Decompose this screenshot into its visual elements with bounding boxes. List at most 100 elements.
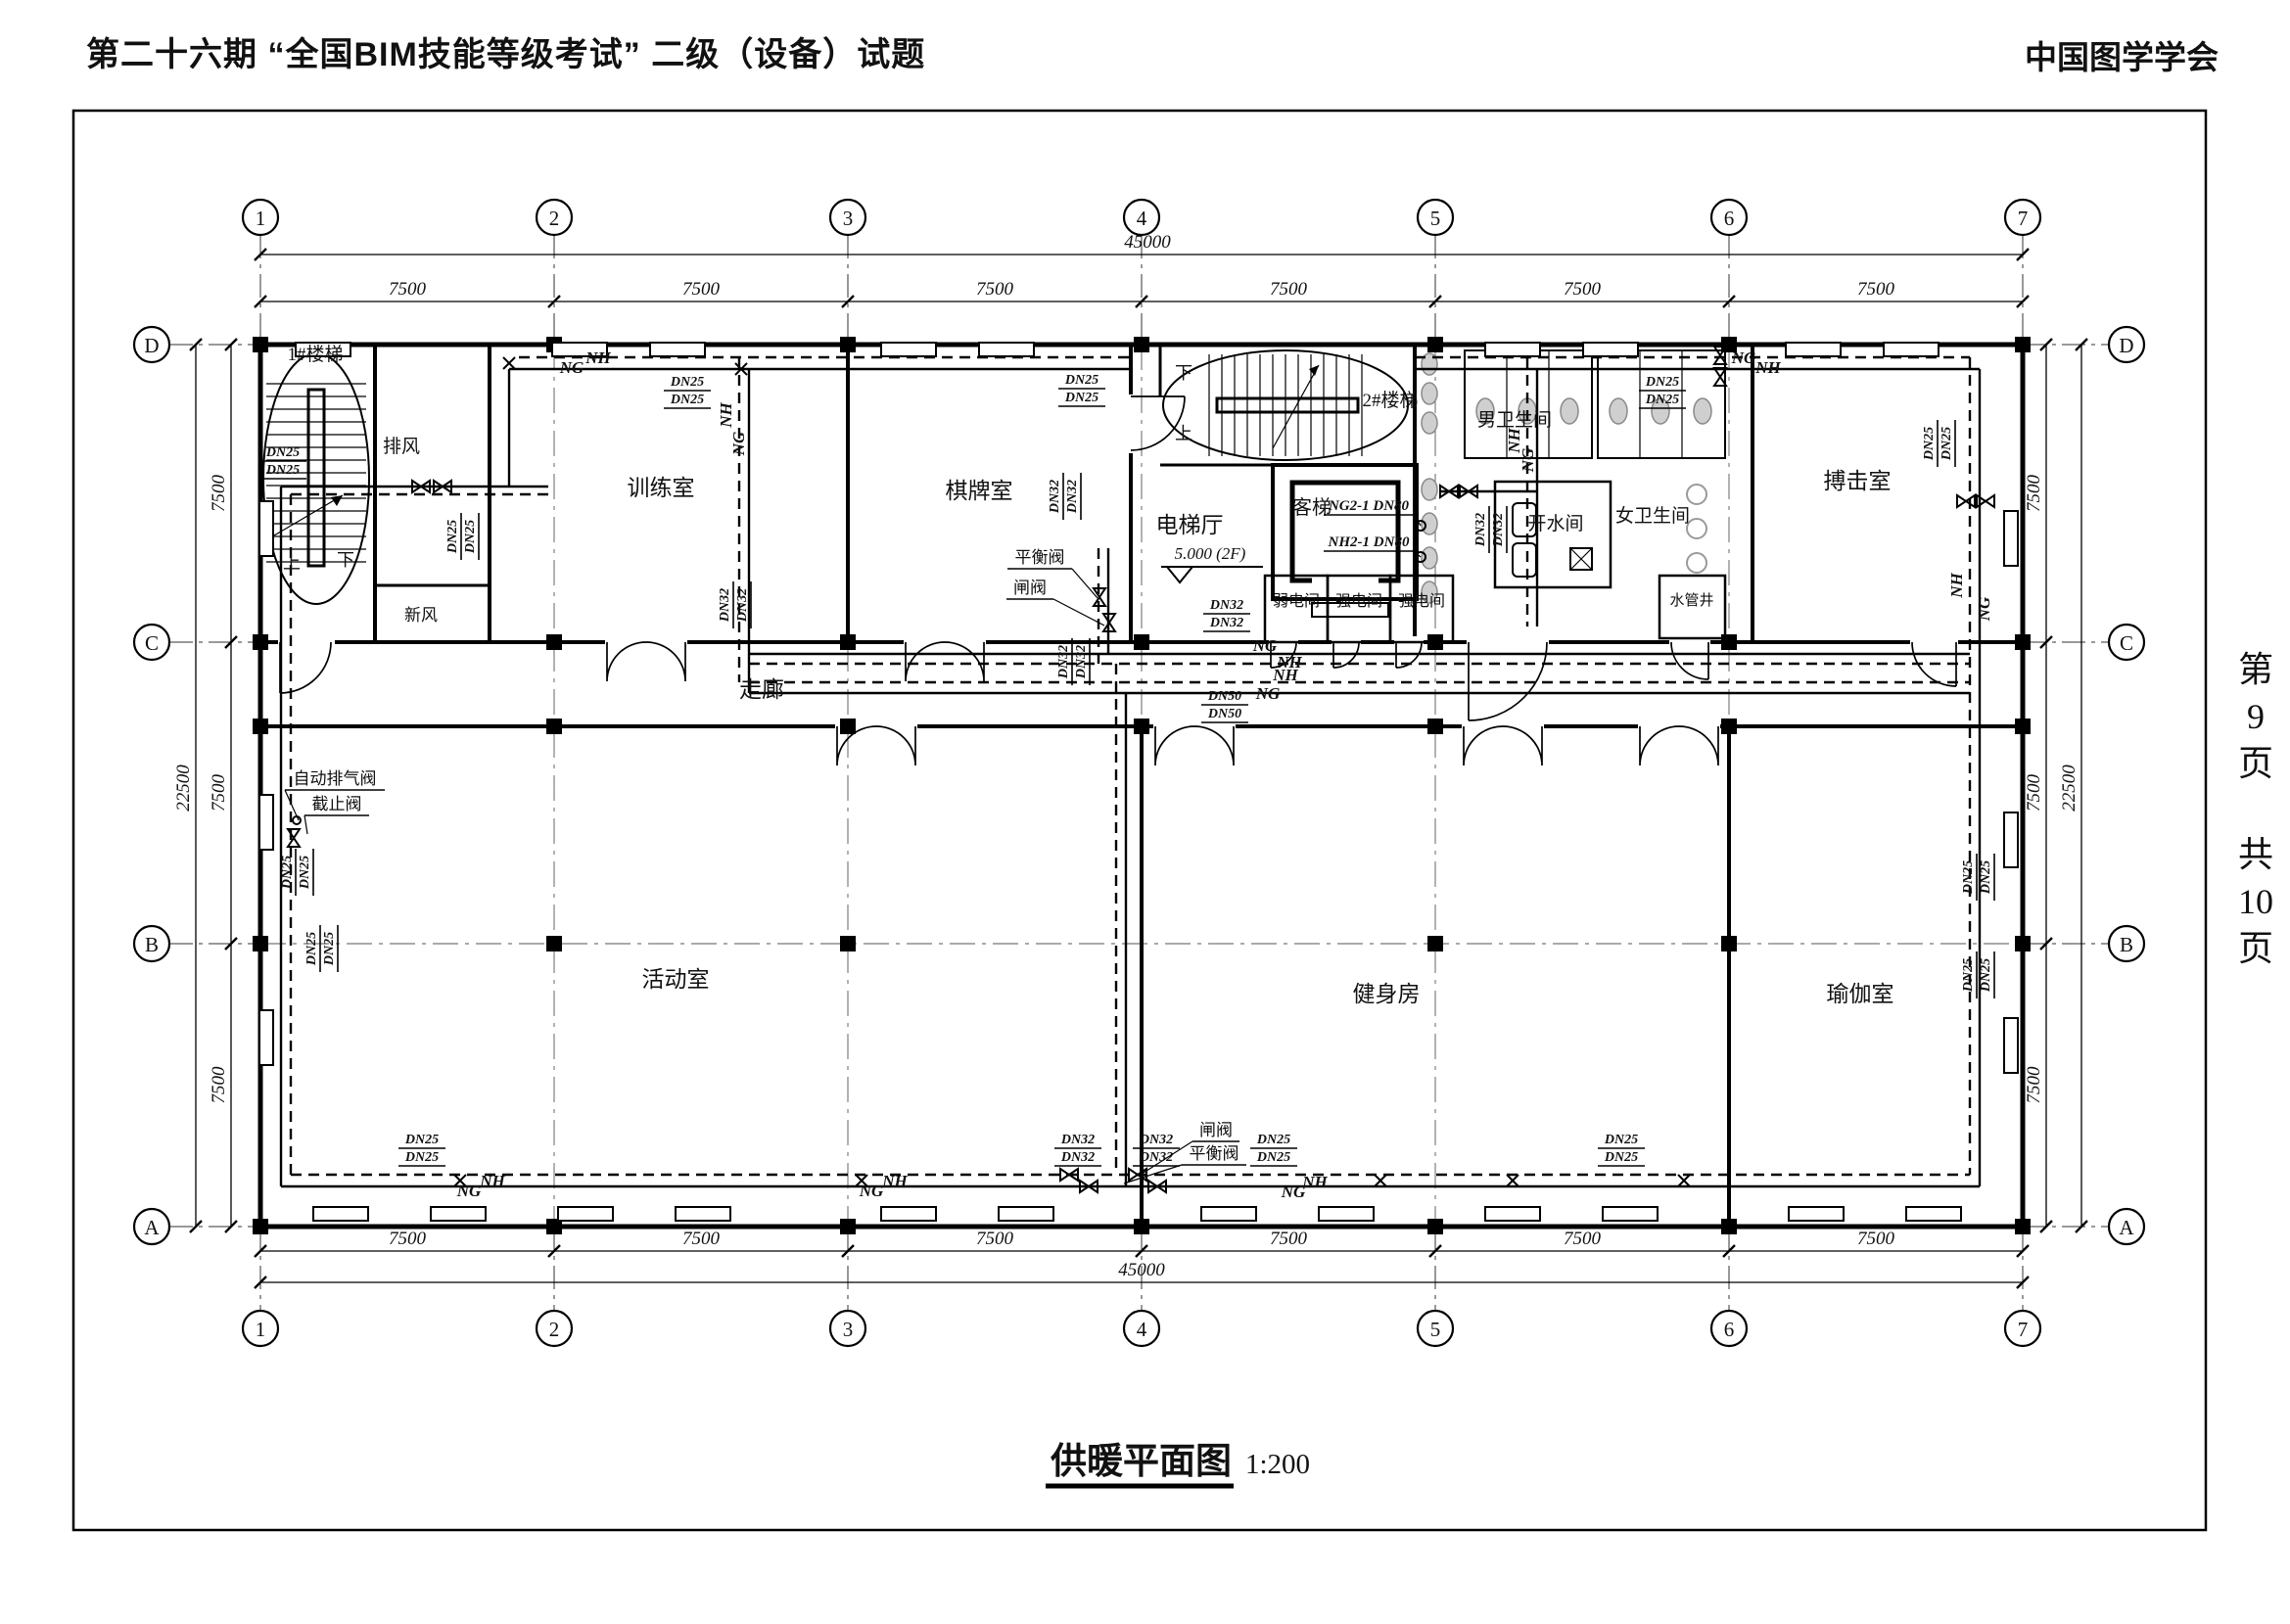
structural-column: [1721, 634, 1737, 650]
dimension-tick: [224, 338, 238, 351]
pipe-system-label: NH: [1505, 427, 1523, 453]
grid-bubble: [1709, 198, 1749, 237]
room-label: 训练室: [628, 476, 695, 500]
structural-column: [840, 634, 856, 650]
svg-text:DN25: DN25: [670, 393, 704, 407]
radiator: [2003, 510, 2019, 567]
dimension-label: 7500: [1564, 1229, 1602, 1249]
svg-text:DN25: DN25: [1922, 427, 1937, 461]
room-label: 瑜伽室: [1827, 982, 1894, 1006]
pipe-system-label: NG: [1252, 636, 1278, 655]
dimension-tick: [2075, 1220, 2088, 1233]
dimension-label: 7500: [682, 279, 721, 300]
dimension-tick: [1722, 1244, 1736, 1258]
structural-column: [253, 1219, 268, 1234]
leader-line: [1123, 1164, 1183, 1184]
dimension-tick: [254, 1244, 267, 1258]
grid-bubble-label: 4: [1137, 207, 1147, 230]
structural-column: [1427, 936, 1443, 951]
svg-text:DN32: DN32: [735, 588, 750, 623]
dimension-tick: [1722, 295, 1736, 308]
pipe-junction-mark: [453, 1174, 467, 1187]
valve-symbol: [1459, 484, 1478, 499]
urinal-fixture: [1421, 580, 1438, 604]
leader-line: [1143, 1140, 1193, 1174]
pipe-system-label: NH: [1947, 572, 1966, 598]
dimension-tick: [1135, 1244, 1148, 1258]
grid-bubble-label: A: [144, 1216, 160, 1239]
svg-text:DN32: DN32: [1139, 1150, 1173, 1165]
grid-bubble: [2003, 198, 2042, 237]
structural-column: [840, 337, 856, 352]
pipe-system-label: NH: [584, 348, 611, 367]
structural-column: [1134, 634, 1149, 650]
radiator: [880, 342, 937, 357]
pipe-junction-mark: [855, 1174, 868, 1187]
structural-column: [546, 634, 562, 650]
pipe-system-label: NH: [1301, 1173, 1328, 1191]
dimension-tick: [2039, 338, 2053, 351]
radiator: [1602, 1206, 1659, 1222]
svg-text:DN25: DN25: [1979, 860, 1993, 895]
dimension-tick: [254, 1276, 267, 1289]
grid-bubble-label: 7: [2018, 207, 2029, 230]
grid-bubble: [2107, 623, 2146, 662]
grid-bubble-label: B: [145, 933, 159, 956]
valve-symbol: [1712, 367, 1728, 387]
pipe-system-label: NH: [1276, 653, 1302, 672]
sink-fixture: [1686, 518, 1707, 539]
page-indicator-char: 页: [2237, 929, 2273, 969]
dimension-label: 7500: [976, 1229, 1014, 1249]
svg-text:DN32: DN32: [1060, 1133, 1095, 1147]
heating-pipe-layer: [279, 355, 1982, 1188]
page-indicator-char: 10: [2238, 881, 2273, 921]
door-layer: [279, 395, 1957, 766]
room-label: 排风: [383, 436, 420, 457]
radiator: [258, 794, 274, 851]
dimension-tick: [2016, 1276, 2030, 1289]
valve-note: 自动排气阀: [294, 769, 377, 788]
room-label: 棋牌室: [946, 479, 1013, 503]
pipe-system-label: NG: [1731, 348, 1756, 367]
room-label: 强电间: [1335, 592, 1382, 610]
grid-bubble-label: 5: [1430, 207, 1441, 230]
pipe-system-label: NG: [1281, 1183, 1306, 1201]
svg-text:DN32: DN32: [1473, 513, 1488, 547]
svg-text:DN25: DN25: [1961, 860, 1976, 895]
grid-bubble: [241, 1309, 280, 1348]
leader-line: [284, 789, 300, 821]
grid-bubble-label: A: [2119, 1216, 2134, 1239]
sink-fixture: [1686, 484, 1707, 505]
grid-bubble-label: C: [145, 631, 159, 655]
radiator: [1484, 342, 1541, 357]
elevator: [1271, 463, 1419, 618]
svg-text:DN25: DN25: [1961, 958, 1976, 993]
room-label: 男卫生间: [1477, 409, 1552, 431]
room-label: 水管井: [1669, 592, 1713, 609]
riser-label: NH2-1 DN80: [1328, 534, 1410, 550]
dimension-tick: [1135, 295, 1148, 308]
svg-text:DN25: DN25: [1256, 1133, 1290, 1147]
svg-text:DN25: DN25: [445, 520, 460, 554]
leader-line: [1413, 550, 1422, 558]
dimension-label: 7500: [976, 279, 1014, 300]
dimension-tick: [224, 1220, 238, 1233]
radiator: [978, 342, 1035, 357]
grid-bubble: [1416, 198, 1455, 237]
leader-line: [304, 814, 308, 835]
dimension-total-label: 22500: [2059, 765, 2080, 812]
grid-bubble: [132, 924, 171, 963]
urinal-fixture: [1421, 382, 1438, 405]
structural-column: [2015, 634, 2031, 650]
drawing-title: 供暖平面图: [1051, 1441, 1232, 1482]
valve-note: 闸阀: [1013, 579, 1047, 597]
pipe-junction-mark: [734, 362, 748, 376]
